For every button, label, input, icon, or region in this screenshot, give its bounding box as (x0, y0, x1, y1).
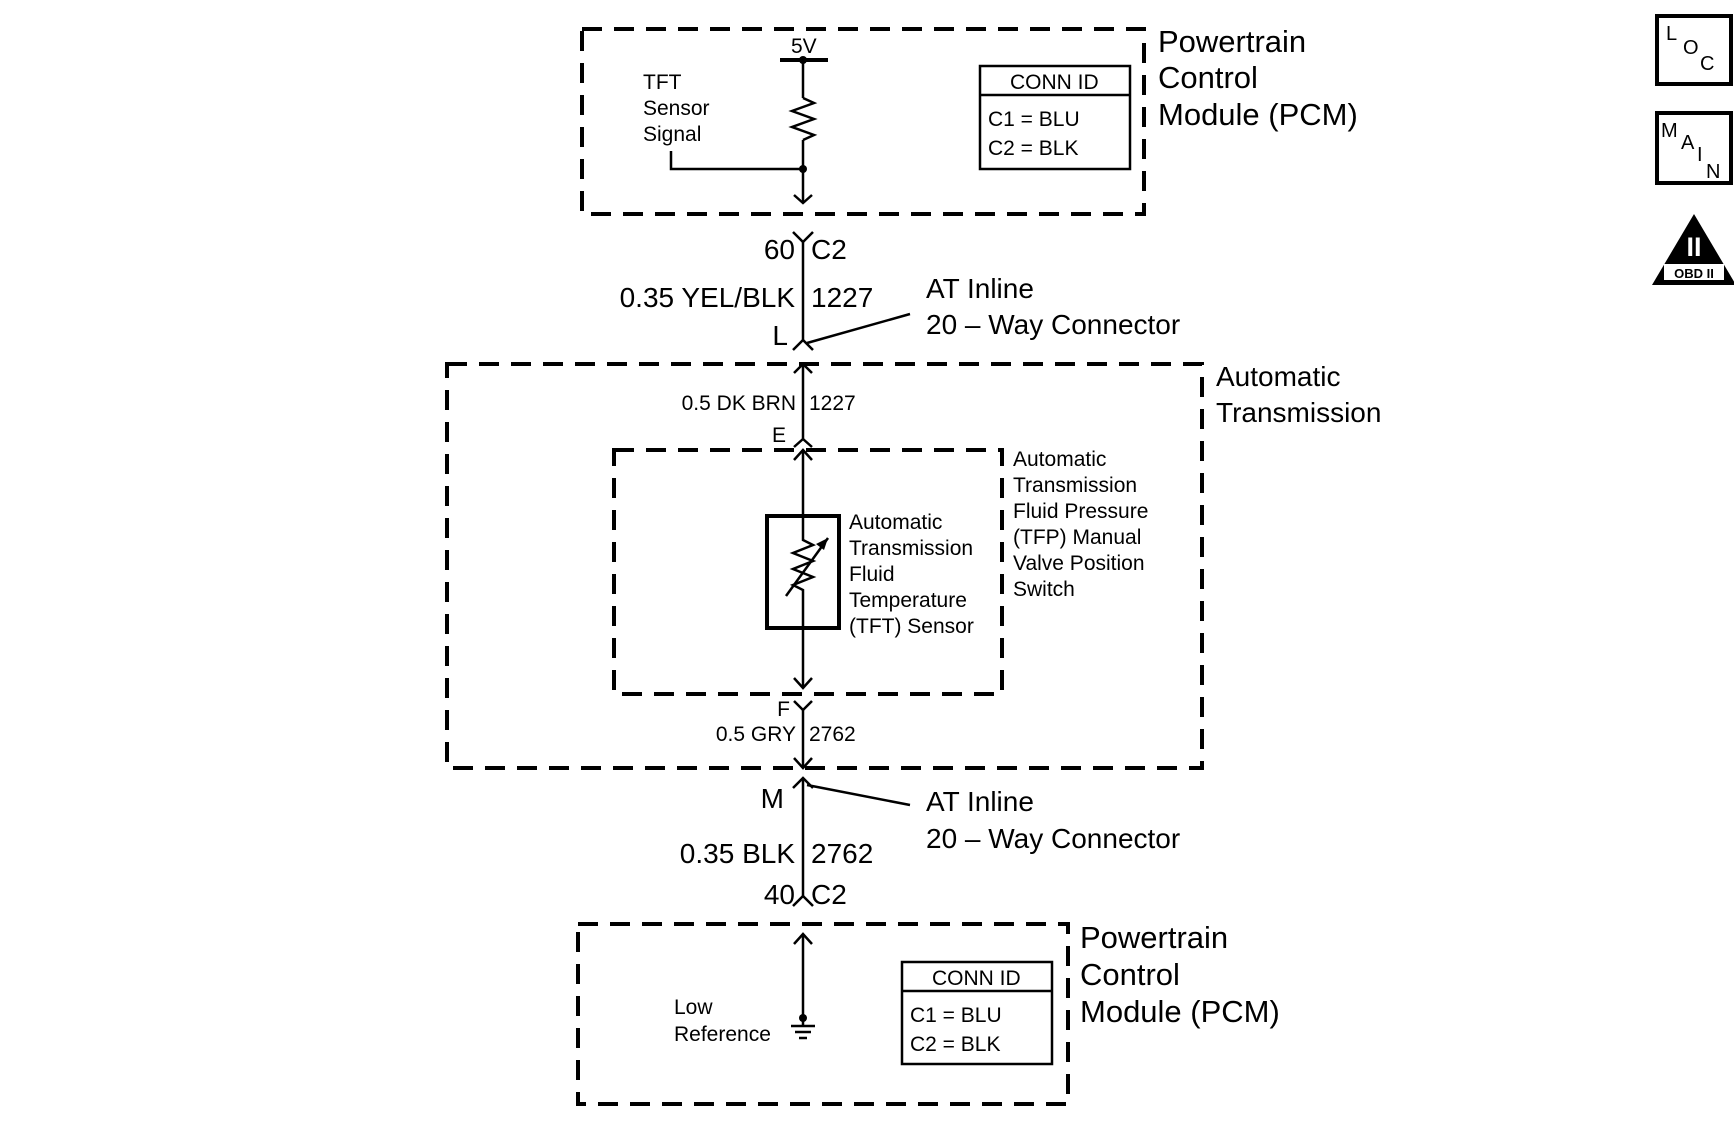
conn-id-box-bottom: CONN ID C1 = BLU C2 = BLK (900, 960, 1054, 1066)
conn-id-header-top: CONN ID (1010, 71, 1099, 94)
upper-arrow-icon (793, 362, 813, 374)
signal-label-3: Signal (643, 123, 701, 146)
pcm-top-boundary (580, 27, 1146, 216)
pull-up-resistor-icon (788, 96, 818, 142)
upper-wire-gauge-color: 0.5 DK BRN (682, 392, 796, 415)
inline-label-top-1: AT Inline (926, 273, 1034, 304)
svg-text:A: A (1681, 132, 1695, 154)
lower-arrow-icon (793, 757, 813, 770)
conn-id-c2-bottom: C2 = BLK (910, 1033, 1000, 1056)
voltage-label: 5V (791, 35, 817, 58)
pcm-top-title-2: Control (1158, 60, 1258, 95)
pcm-top-title-3: Module (PCM) (1158, 97, 1358, 132)
pcm-connector-c2-top: C2 (811, 234, 847, 265)
tft-thermistor-icon (765, 514, 841, 630)
inline-label-bottom-2: 20 – Way Connector (926, 823, 1180, 854)
signal-label-1: TFT (643, 71, 682, 94)
pcm-top-module: Powertrain Control Module (PCM) 5V TFT S… (580, 24, 1358, 216)
inline-pin-m: M (761, 783, 784, 814)
inline-pin-l: L (772, 320, 788, 351)
pin-f-connector-icon (793, 700, 813, 712)
sensor-label-5: (TFT) Sensor (849, 615, 974, 638)
wire-bottom: M AT Inline 20 – Way Connector 0.35 BLK … (680, 776, 1180, 910)
wire-top-circuit: 1227 (811, 282, 873, 313)
switch-label-5: Valve Position (1013, 552, 1145, 575)
pcm-bottom-title-3: Module (PCM) (1080, 994, 1280, 1029)
ground-icon (791, 1018, 815, 1040)
sensor-lower-arrow-icon (793, 677, 813, 690)
pcm-bottom-boundary (576, 922, 1070, 1106)
sensor-label-2: Transmission (849, 537, 973, 560)
sensor-label-1: Automatic (849, 511, 942, 534)
input-arrow-icon (793, 932, 813, 945)
conn-id-c2-top: C2 = BLK (988, 137, 1078, 160)
c2-pin-40-connector-icon (792, 894, 814, 907)
obd-ii-icon[interactable]: II OBD II (1652, 214, 1734, 285)
svg-text:OBD II: OBD II (1674, 266, 1714, 281)
upper-wire-circuit: 1227 (809, 392, 856, 415)
conn-id-c1-bottom: C1 = BLU (910, 1004, 1002, 1027)
tfp-switch-boundary (612, 448, 1004, 696)
lower-wire-circuit: 2762 (809, 723, 856, 746)
switch-label-3: Fluid Pressure (1013, 500, 1148, 523)
loc-icon[interactable]: L O C (1655, 14, 1733, 86)
inline-leader-top (806, 312, 911, 345)
transmission-title-2: Transmission (1216, 397, 1381, 428)
switch-label-1: Automatic (1013, 448, 1106, 471)
svg-text:L: L (1666, 23, 1677, 45)
wire-top-gauge-color: 0.35 YEL/BLK (620, 282, 796, 313)
pcm-bottom-module: Powertrain Control Module (PCM) Low Refe… (576, 920, 1280, 1106)
pcm-pin-60: 60 (764, 234, 795, 265)
pcm-bottom-title-2: Control (1080, 957, 1180, 992)
signal-label-2: Sensor (643, 97, 710, 120)
conn-id-c1-top: C1 = BLU (988, 108, 1080, 131)
sensor-label-4: Temperature (849, 589, 967, 612)
wire-top: 60 C2 0.35 YEL/BLK 1227 L AT Inline 20 –… (620, 231, 1180, 351)
pin-f: F (777, 698, 790, 721)
svg-text:II: II (1686, 232, 1701, 262)
sensor-label-3: Fluid (849, 563, 895, 586)
svg-text:N: N (1706, 161, 1720, 183)
svg-text:M: M (1661, 120, 1678, 142)
output-arrow-icon (793, 194, 813, 205)
transmission-boundary (445, 362, 1204, 770)
lower-wire-gauge-color: 0.5 GRY (716, 723, 796, 746)
svg-text:O: O (1683, 37, 1699, 59)
pcm-bottom-title-1: Powertrain (1080, 920, 1228, 955)
pcm-connector-c2-bottom: C2 (811, 879, 847, 910)
conn-id-box-top: CONN ID C1 = BLU C2 = BLK (978, 64, 1132, 171)
ref-label-1: Low (674, 996, 713, 1019)
pcm-top-title-1: Powertrain (1158, 24, 1306, 59)
signal-line (669, 151, 803, 171)
automatic-transmission: Automatic Transmission 0.5 DK BRN 1227 E… (445, 361, 1381, 770)
svg-text:C: C (1700, 53, 1714, 75)
wire-bottom-gauge-color: 0.35 BLK (680, 838, 796, 869)
c2-pin-60-connector-icon (792, 231, 814, 244)
transmission-title-1: Automatic (1216, 361, 1341, 392)
sensor-upper-arrow-icon (793, 448, 813, 461)
switch-label-6: Switch (1013, 578, 1075, 601)
inline-label-top-2: 20 – Way Connector (926, 309, 1180, 340)
inline-label-bottom-1: AT Inline (926, 786, 1034, 817)
main-icon[interactable]: M A I N (1655, 111, 1733, 185)
wire-bottom-circuit: 2762 (811, 838, 873, 869)
switch-label-2: Transmission (1013, 474, 1137, 497)
pin-e-connector-icon (793, 437, 813, 448)
svg-text:I: I (1697, 144, 1703, 166)
inline-l-connector-icon (792, 338, 814, 351)
pin-e: E (772, 424, 786, 447)
switch-label-4: (TFP) Manual (1013, 526, 1141, 549)
ref-label-2: Reference (674, 1023, 771, 1046)
pcm-pin-40: 40 (764, 879, 795, 910)
inline-leader-bottom (806, 783, 911, 807)
conn-id-header-bottom: CONN ID (932, 967, 1021, 990)
